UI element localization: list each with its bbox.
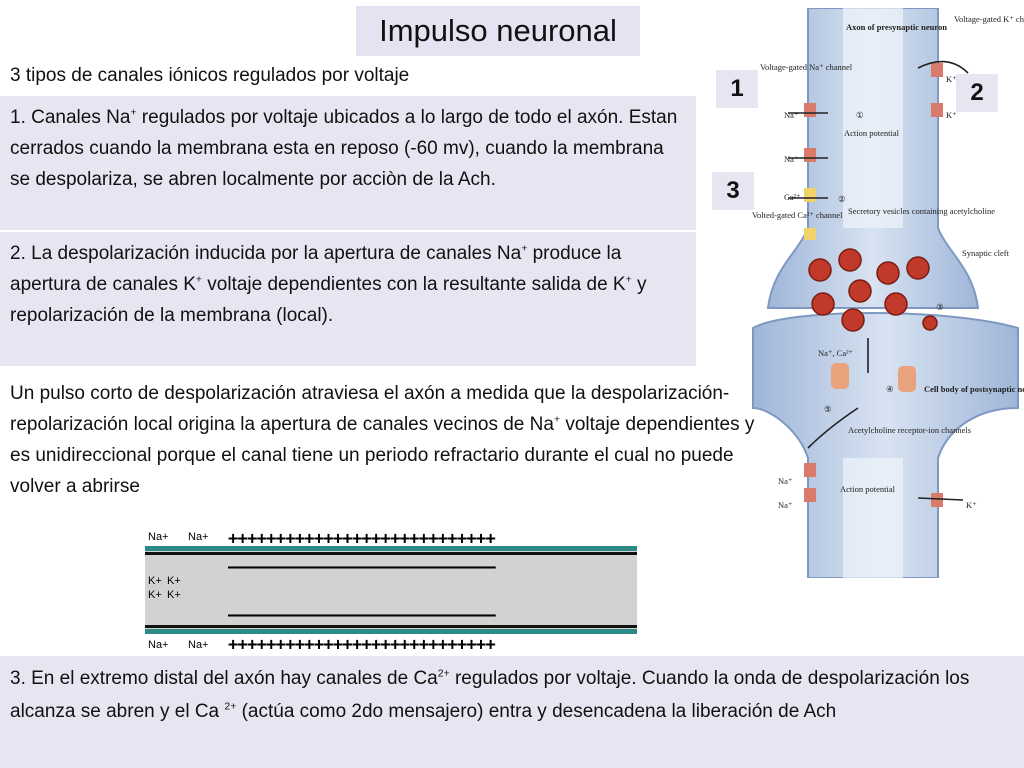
- label-k-ion-3: K⁺: [966, 500, 977, 510]
- box2-sup-a: +: [521, 243, 528, 255]
- label-step-2: ②: [838, 194, 846, 204]
- marker-3: 3: [712, 172, 754, 210]
- label-step-1: ①: [856, 110, 864, 120]
- ca-channel-icon: [804, 188, 816, 202]
- label-cleft: Synaptic cleft: [962, 248, 1010, 258]
- flow-arrows: [788, 60, 969, 501]
- box3-text-b: regulados por voltaje. Cuando la onda de…: [10, 668, 970, 722]
- axon-interior: [145, 546, 637, 634]
- na-label-top-1: Na+: [148, 531, 169, 543]
- box1-text-b: regulados por voltaje ubicados a lo larg…: [10, 107, 678, 190]
- arrow-icon: [917, 60, 969, 74]
- label-action-potential: Action potential: [844, 128, 900, 138]
- box1-text-a: 1. Canales Na: [10, 107, 131, 128]
- para-sup-a: +: [553, 414, 561, 426]
- vesicles: [808, 248, 938, 332]
- text-box-3: 3. En el extremo distal del axón hay can…: [0, 656, 1024, 768]
- membrane-top-dark: [145, 552, 637, 555]
- label-na-channel: Voltage-gated Na⁺ channel: [760, 62, 853, 72]
- box3-text-c: (actúa como 2do mensajero) entra y desen…: [236, 701, 837, 722]
- subtitle: 3 tipos de canales iónicos regulados por…: [10, 65, 410, 86]
- na-channel-icon: [804, 103, 816, 117]
- page-title: Impulso neuronal: [356, 6, 640, 56]
- label-k-channel: Voltage-gated K⁺ channel: [954, 14, 1024, 24]
- na-channel-icon: [804, 148, 816, 162]
- label-na-ion-4: Na⁺: [778, 500, 793, 510]
- label-ca-channel: Volted-gated Ca²⁺ channel: [752, 210, 843, 220]
- membrane-bottom-dark: [145, 625, 637, 628]
- label-vesicles: Secretory vesicles containing acetylchol…: [848, 206, 995, 216]
- label-na-ca: Na⁺, Ca²⁺: [818, 348, 854, 358]
- k-label-2: K+: [167, 575, 181, 587]
- k-channel-icon: [931, 63, 943, 77]
- k-channel-icon: [931, 493, 943, 507]
- vesicle-icon: [922, 315, 938, 331]
- label-step-5: ⑤: [824, 404, 832, 414]
- axon-membrane-diagram: Na+ Na+ ++++++++++++++++++++++++++++ –––…: [145, 529, 637, 652]
- marker-2: 2: [956, 74, 998, 112]
- na-channel-icon: [804, 488, 816, 502]
- na-label-bottom-1: Na+: [148, 639, 169, 651]
- label-na-ion-2: Na⁺: [784, 154, 799, 164]
- label-receptor: Acetylcholine receptor-ion channels: [848, 425, 971, 435]
- label-ca-ion: Ca²⁺: [784, 192, 801, 202]
- label-step-4: ④: [886, 384, 894, 394]
- axon-core: [843, 8, 903, 228]
- synapse-illustration: Axon of presynaptic neuron Voltage-gated…: [752, 8, 1024, 578]
- na-channel-icon: [804, 463, 816, 477]
- label-step-3: ③: [936, 302, 944, 312]
- membrane-top-teal: [145, 546, 637, 551]
- post-core: [843, 458, 903, 578]
- vesicle-icon: [848, 279, 872, 303]
- box2-sup-c: +: [625, 274, 632, 286]
- plus-row-bottom: ++++++++++++++++++++++++++++: [228, 635, 495, 652]
- vesicle-icon: [841, 308, 865, 332]
- ach-receptor-icon: [831, 363, 849, 389]
- box3-sup-b: 2+: [224, 701, 237, 713]
- k-channel-icon: [931, 103, 943, 117]
- k-label-1: K+: [148, 575, 162, 587]
- vesicle-icon: [838, 248, 862, 272]
- k-label-3: K+: [148, 589, 162, 601]
- box2-sup-b: +: [195, 274, 203, 286]
- text-box-1: 1. Canales Na+ regulados por voltaje ubi…: [0, 96, 696, 230]
- plus-row-top: ++++++++++++++++++++++++++++: [228, 529, 495, 549]
- label-action-potential-2: Action potential: [840, 484, 896, 494]
- minus-row-bottom: ––––––––––––––––––––––––––––: [228, 605, 496, 625]
- label-cell-body: Cell body of postsynaptic neuron: [924, 384, 1024, 394]
- para-text-b: voltaje dependientes y es unidireccional…: [10, 414, 755, 497]
- marker-1: 1: [716, 70, 758, 108]
- text-box-2: 2. La despolarización inducida por la ap…: [0, 232, 696, 366]
- k-label-4: K+: [167, 589, 181, 601]
- label-na-ion-3: Na⁺: [778, 476, 793, 486]
- ach-receptor-icon: [898, 366, 916, 392]
- label-k-ion-2: K⁺: [946, 110, 957, 120]
- box2-text-b: produce la apertura de canales K: [10, 243, 622, 295]
- arrow-icon: [917, 497, 964, 501]
- minus-row-top: ––––––––––––––––––––––––––––: [228, 557, 496, 577]
- box3-sup-a: 2+: [437, 668, 450, 680]
- membrane-bottom-teal: [145, 629, 637, 634]
- label-na-ion-1: Na⁺: [784, 110, 799, 120]
- box2-text-d: y repolarización de la membrana (local).: [10, 274, 647, 326]
- box2-text-a: 2. La despolarización inducida por la ap…: [10, 243, 522, 264]
- na-label-bottom-2: Na+: [188, 639, 209, 651]
- box3-text-a: 3. En el extremo distal del axón hay can…: [10, 668, 438, 689]
- ca-channel-icon: [804, 228, 816, 240]
- box1-sup-a: +: [130, 107, 137, 119]
- vesicle-icon: [811, 292, 835, 316]
- vesicle-icon: [808, 258, 832, 282]
- arrow-icon: [807, 407, 859, 449]
- label-axon: Axon of presynaptic neuron: [846, 22, 947, 32]
- box2-text-c: voltaje dependientes con la resultante s…: [202, 274, 626, 295]
- vesicle-icon: [906, 256, 930, 280]
- para-text-a: Un pulso corto de despolarización atravi…: [10, 383, 730, 435]
- explanation-paragraph: Un pulso corto de despolarización atravi…: [10, 378, 770, 502]
- vesicle-icon: [884, 292, 908, 316]
- label-k-ion-1: K⁺: [946, 74, 957, 84]
- na-label-top-2: Na+: [188, 531, 209, 543]
- vesicle-icon: [876, 261, 900, 285]
